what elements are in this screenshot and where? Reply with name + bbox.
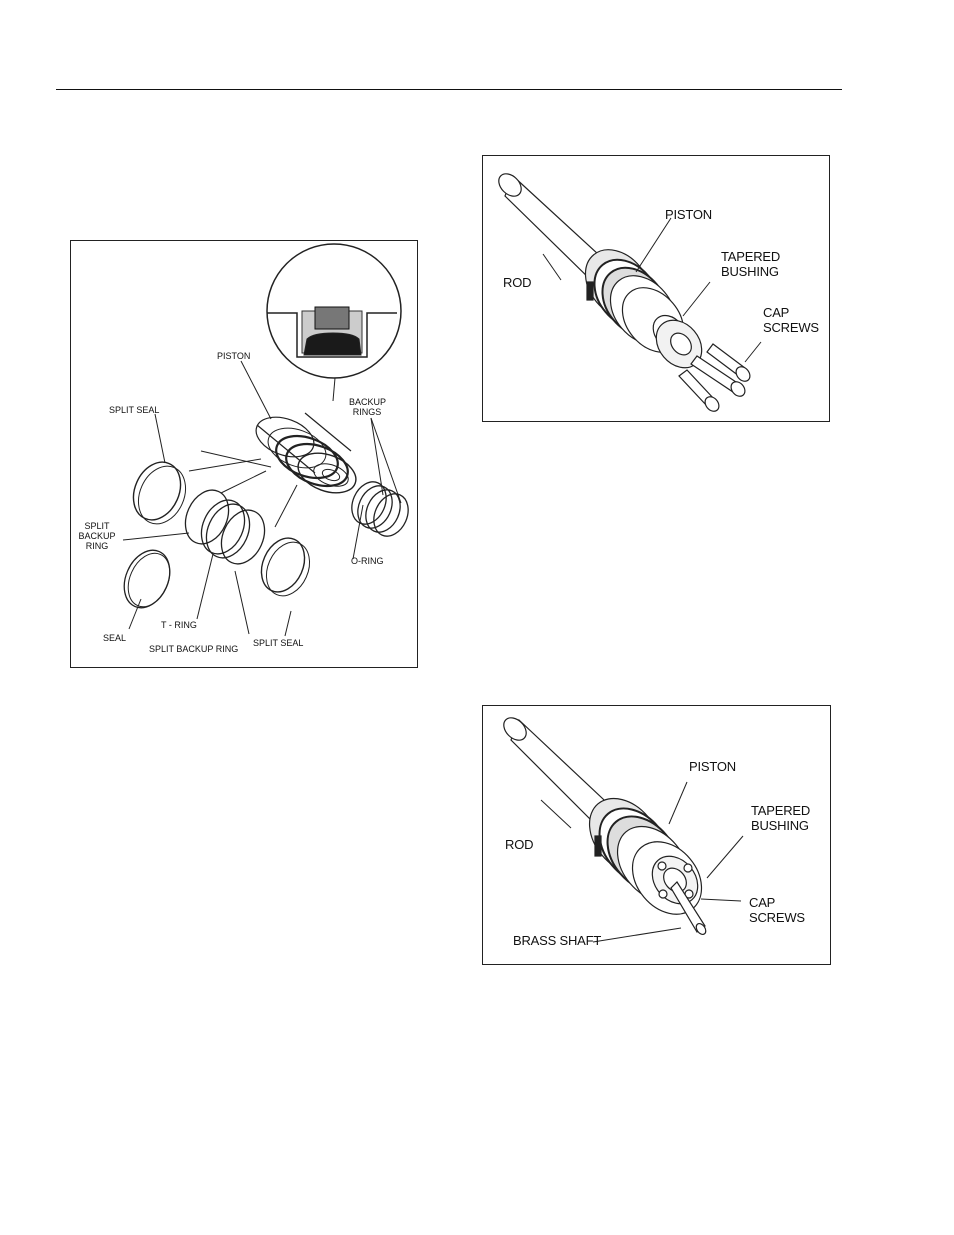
- t-ring-label: T - RING: [161, 620, 197, 630]
- split-seal-top-label: SPLIT SEAL: [109, 405, 159, 415]
- tapered-bushing-label: TAPERED BUSHING: [751, 804, 825, 833]
- brass-shaft-illustration: [483, 706, 830, 964]
- split-backup-ring-left-label: SPLIT BACKUP RING: [75, 521, 119, 551]
- seal-kit-figure: PISTON SPLIT SEAL BACKUP RINGS SPLIT BAC…: [70, 240, 418, 668]
- seal-kit-illustration: [71, 241, 417, 667]
- cap-screws-label: CAP SCREWS: [763, 306, 825, 335]
- piston-label: PISTON: [665, 208, 712, 223]
- split-backup-ring-bottom-label: SPLIT BACKUP RING: [149, 644, 238, 654]
- brass-shaft-figure: PISTON TAPERED BUSHING ROD CAP SCREWS BR…: [482, 705, 831, 965]
- rod-label: ROD: [505, 838, 533, 853]
- header-rule: [56, 89, 842, 90]
- rod-label: ROD: [503, 276, 531, 291]
- brass-shaft-label: BRASS SHAFT: [513, 934, 601, 949]
- cap-screws-label: CAP SCREWS: [749, 896, 811, 925]
- o-ring-label: O-RING: [351, 556, 384, 566]
- piston-label: PISTON: [217, 351, 250, 361]
- piston-assembly-figure: PISTON TAPERED BUSHING ROD CAP SCREWS: [482, 155, 830, 422]
- piston-label: PISTON: [689, 760, 736, 775]
- tapered-bushing-label: TAPERED BUSHING: [721, 250, 795, 279]
- piston-assembly-illustration: [483, 156, 829, 421]
- seal-label: SEAL: [103, 633, 126, 643]
- split-seal-bottom-label: SPLIT SEAL: [253, 638, 303, 648]
- backup-rings-label: BACKUP RINGS: [349, 397, 385, 417]
